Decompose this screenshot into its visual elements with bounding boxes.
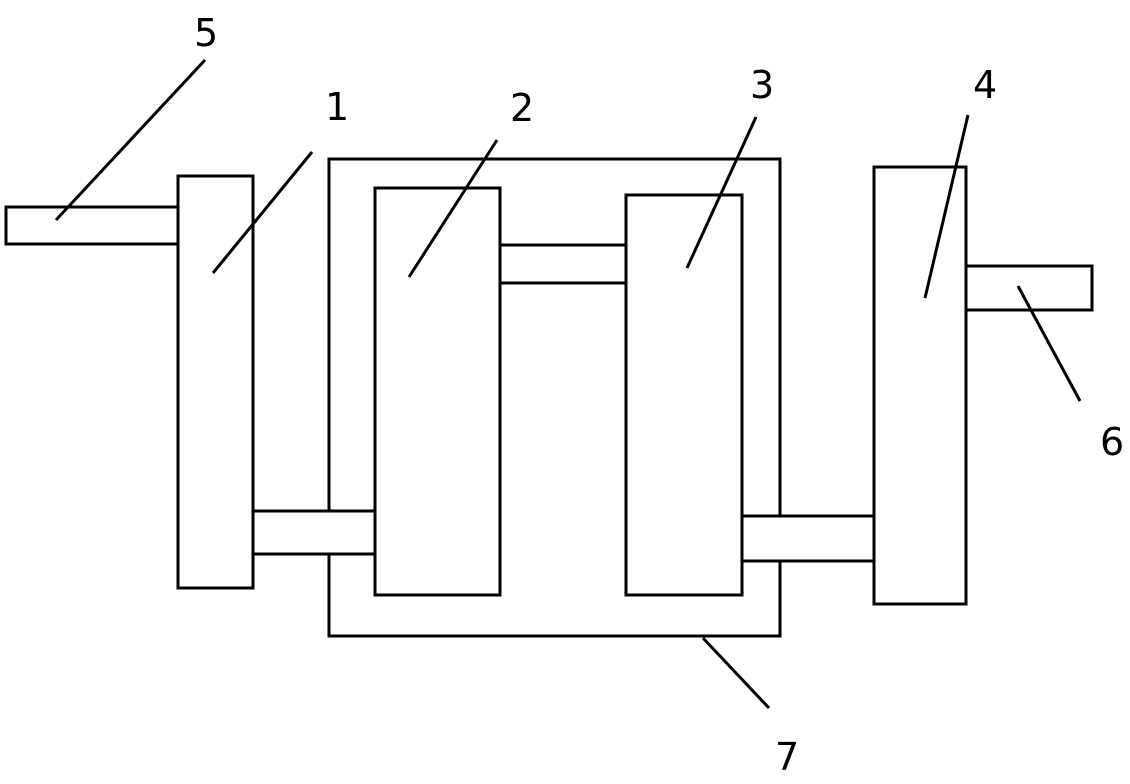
leader-line-6 bbox=[1016, 285, 1082, 402]
label-3: 3 bbox=[750, 63, 774, 107]
shaft-1-to-2 bbox=[251, 509, 381, 556]
leader-line-7 bbox=[701, 636, 771, 710]
label-4: 4 bbox=[973, 63, 997, 107]
label-6: 6 bbox=[1100, 420, 1124, 464]
leader-line-1 bbox=[211, 151, 314, 274]
leader-line-3 bbox=[685, 116, 758, 269]
label-7: 7 bbox=[775, 735, 799, 779]
leader-line-2 bbox=[407, 139, 499, 278]
leader-line-4 bbox=[923, 114, 970, 299]
label-2: 2 bbox=[510, 86, 534, 130]
block-3 bbox=[624, 193, 744, 597]
output-shaft-6 bbox=[964, 264, 1094, 312]
shaft-2-to-3 bbox=[498, 243, 628, 285]
input-shaft-5 bbox=[4, 205, 182, 246]
block-2 bbox=[373, 186, 502, 597]
leader-line-5 bbox=[54, 58, 207, 222]
label-1: 1 bbox=[325, 85, 349, 129]
shaft-3-to-4 bbox=[740, 514, 876, 563]
label-5: 5 bbox=[194, 11, 218, 55]
plate-4 bbox=[872, 165, 968, 606]
plate-1 bbox=[176, 174, 255, 590]
